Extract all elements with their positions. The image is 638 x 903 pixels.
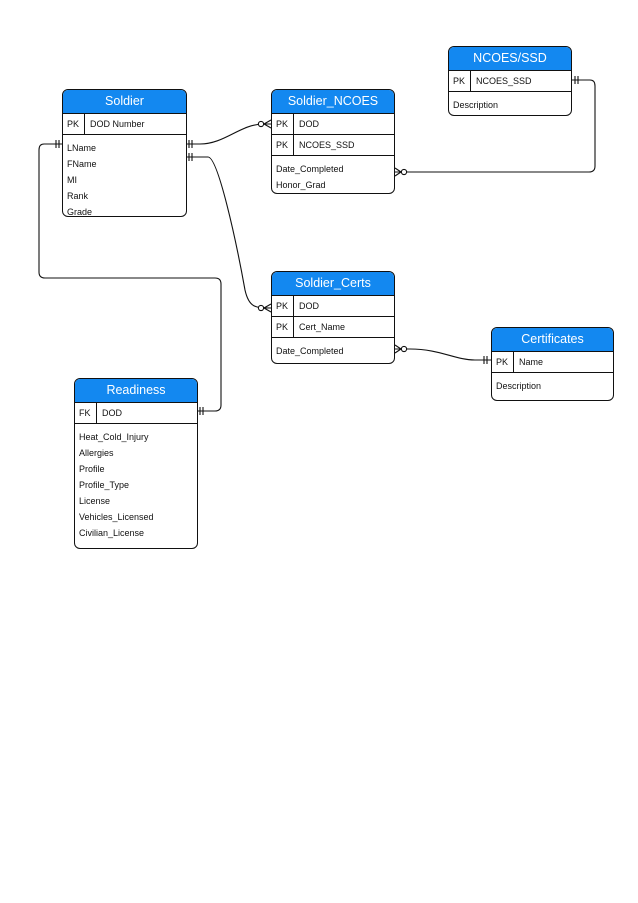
key-name: Cert_Name — [299, 322, 346, 332]
key-name: Name — [519, 357, 544, 367]
attribute-list: Date_Completed Honor_Grad — [272, 156, 394, 193]
attribute: Allergies — [79, 448, 114, 458]
key-type: PK — [449, 71, 471, 91]
key-row: PK NCOES_SSD — [449, 71, 571, 92]
key-row: PK NCOES_SSD — [272, 135, 394, 156]
entity-soldier-certs: Soldier_Certs PK DOD PK Cert_Name Date_C… — [271, 271, 395, 364]
key-row: PK DOD Number — [63, 114, 186, 135]
attribute: Profile — [79, 464, 105, 474]
key-row: PK DOD — [272, 296, 394, 317]
entity-soldier-ncoes: Soldier_NCOES PK DOD PK NCOES_SSD Date_C… — [271, 89, 395, 194]
key-type: PK — [272, 317, 294, 337]
attribute: Honor_Grad — [276, 180, 326, 190]
key-row: PK Cert_Name — [272, 317, 394, 338]
attribute: LName — [67, 143, 97, 153]
relationship-soldier-to-soldier-ncoes — [186, 119, 272, 148]
key-name: DOD — [102, 408, 122, 418]
key-row: PK Name — [492, 352, 613, 373]
attribute-list: Date_Completed — [272, 338, 394, 359]
attribute: License — [79, 496, 111, 506]
attribute: Date_Completed — [276, 164, 344, 174]
entity-ncoes-ssd: NCOES/SSD PK NCOES_SSD Description — [448, 46, 572, 116]
entity-title: NCOES/SSD — [449, 47, 571, 71]
attribute: Description — [453, 100, 499, 110]
key-type: PK — [272, 114, 294, 134]
attribute-list: Description — [492, 373, 613, 394]
entity-readiness: Readiness FK DOD Heat_Cold_Injury Allerg… — [74, 378, 198, 549]
attribute: Grade — [67, 207, 93, 217]
entity-soldier: Soldier PK DOD Number LName FName MI Ran… — [62, 89, 187, 217]
key-name: NCOES_SSD — [299, 140, 355, 150]
key-type: PK — [492, 352, 514, 372]
key-row: FK DOD — [75, 403, 197, 424]
key-name: NCOES_SSD — [476, 76, 532, 86]
key-name: DOD — [299, 301, 319, 311]
attribute: MI — [67, 175, 77, 185]
attribute: Date_Completed — [276, 346, 344, 356]
attribute-list: Heat_Cold_Injury Allergies Profile Profi… — [75, 424, 197, 541]
attribute-list: LName FName MI Rank Grade — [63, 135, 186, 217]
entity-title: Soldier — [63, 90, 186, 114]
attribute: Civilian_License — [79, 528, 145, 538]
entity-certificates: Certificates PK Name Description — [491, 327, 614, 401]
relationship-soldier-to-soldier-certs — [186, 153, 272, 313]
attribute: Rank — [67, 191, 89, 201]
entity-title: Certificates — [492, 328, 613, 352]
relationship-soldier-to-readiness — [38, 140, 222, 415]
attribute-list: Description — [449, 92, 571, 113]
entity-title: Soldier_NCOES — [272, 90, 394, 114]
key-type: FK — [75, 403, 97, 423]
attribute: FName — [67, 159, 97, 169]
attribute: Vehicles_Licensed — [79, 512, 154, 522]
relationship-soldier-certs-to-certificates — [394, 344, 491, 364]
entity-title: Soldier_Certs — [272, 272, 394, 296]
key-name: DOD Number — [90, 119, 145, 129]
key-row: PK DOD — [272, 114, 394, 135]
key-type: PK — [272, 135, 294, 155]
key-type: PK — [63, 114, 85, 134]
relationship-ncoes-ssd-to-soldier-ncoes — [394, 76, 596, 177]
attribute: Description — [496, 381, 542, 391]
attribute: Heat_Cold_Injury — [79, 432, 149, 442]
key-type: PK — [272, 296, 294, 316]
attribute: Profile_Type — [79, 480, 130, 490]
key-name: DOD — [299, 119, 319, 129]
entity-title: Readiness — [75, 379, 197, 403]
